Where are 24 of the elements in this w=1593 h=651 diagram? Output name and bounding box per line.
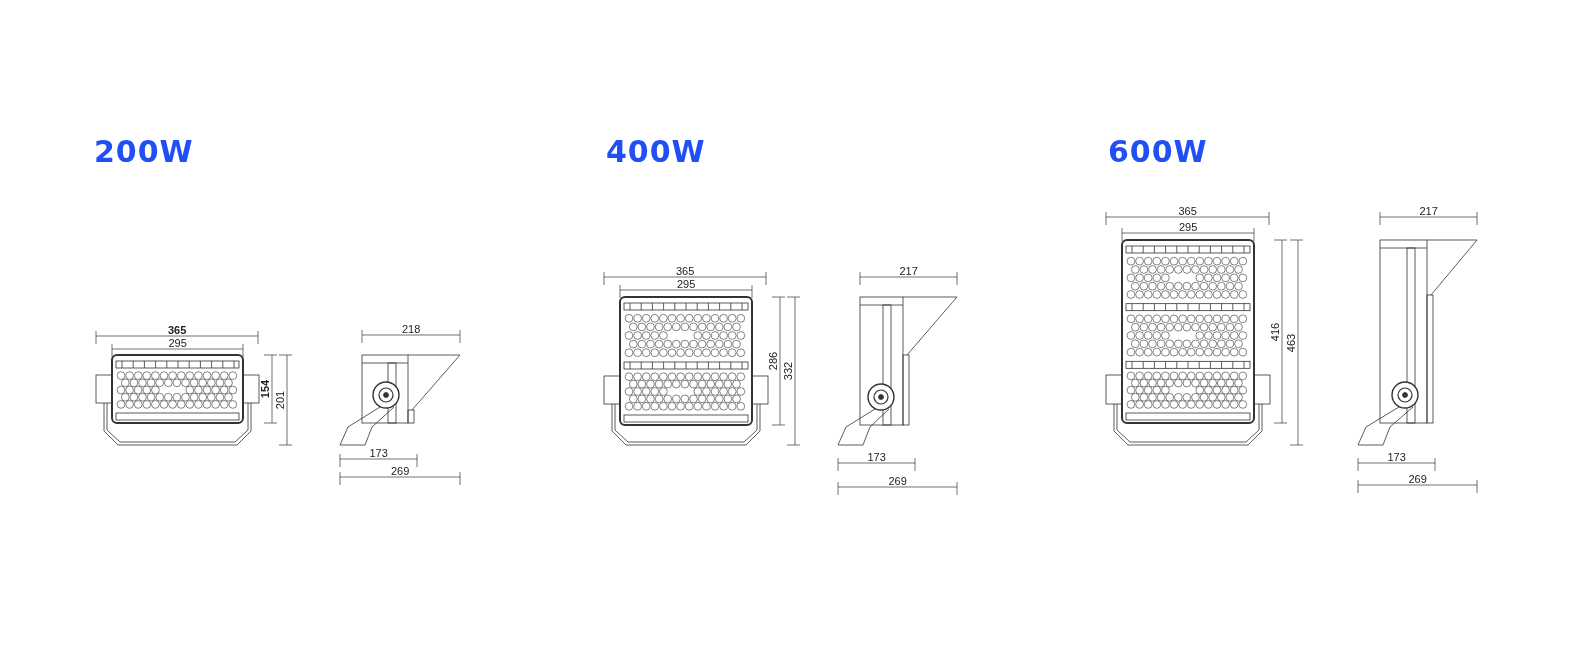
dimension-value: 173	[369, 447, 388, 459]
dimension-value: 463	[1285, 333, 1298, 352]
dimension-value: 154	[259, 379, 272, 399]
dimension-value: 217	[1419, 205, 1438, 217]
dimension-value: 365	[676, 265, 695, 277]
dimension-value: 173	[1387, 451, 1406, 463]
dimension-value: 416	[1269, 322, 1282, 341]
power-heading: 600W	[1108, 136, 1208, 168]
dimension-value: 295	[1179, 221, 1198, 233]
dimension-value: 286	[767, 351, 780, 371]
dimension-value: 173	[867, 451, 886, 463]
dimension-value: 295	[677, 278, 696, 290]
dimension-value: 269	[888, 475, 907, 487]
dimension-value: 218	[402, 323, 421, 335]
dimension-value: 332	[782, 361, 795, 381]
dimension-value: 365	[168, 324, 187, 336]
power-heading: 200W	[94, 136, 194, 168]
dimension-value: 269	[1408, 473, 1427, 485]
dimension-value: 201	[274, 390, 287, 410]
dimension-value: 217	[899, 265, 918, 277]
power-heading: 400W	[606, 136, 706, 168]
dimension-value: 269	[391, 465, 410, 477]
dimension-value: 365	[1178, 205, 1197, 217]
dimension-value: 295	[168, 337, 187, 349]
